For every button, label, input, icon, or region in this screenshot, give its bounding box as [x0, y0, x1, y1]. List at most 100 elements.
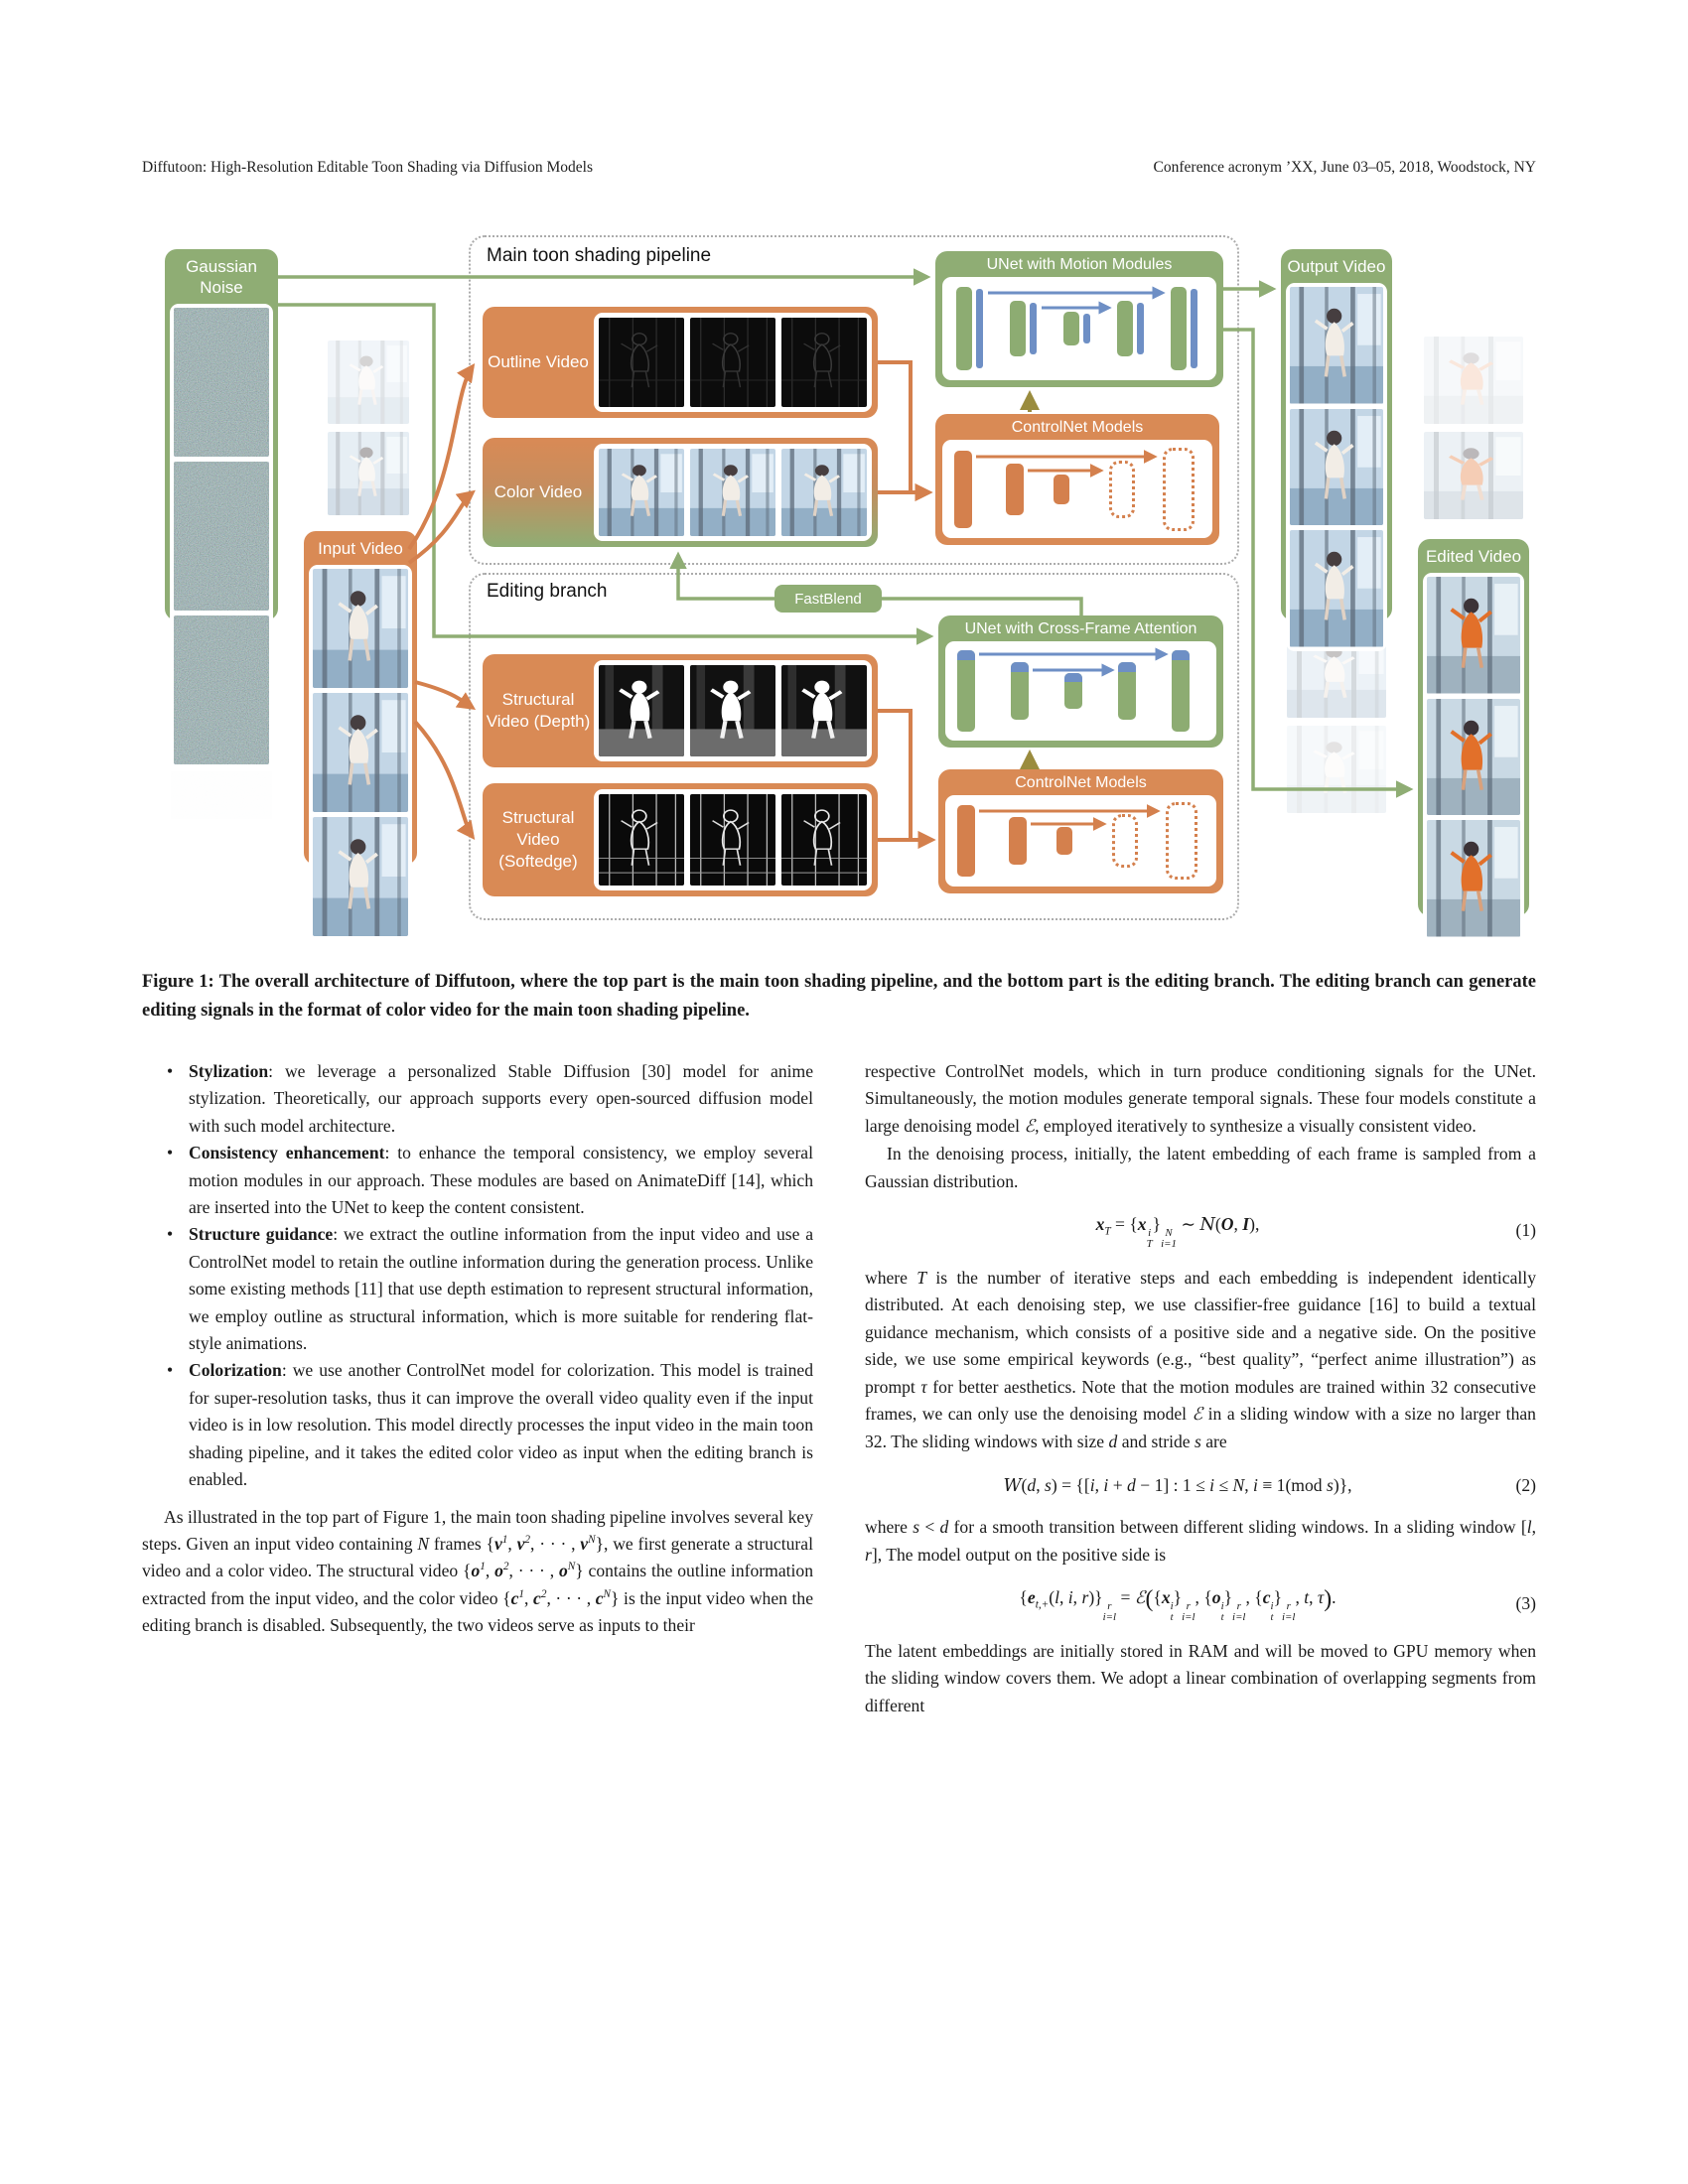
- noise-frame: [174, 615, 269, 764]
- bullet-marker: •: [167, 1143, 174, 1163]
- gaussian-noise-label: Gaussian Noise: [186, 257, 257, 297]
- left-column: • Stylization: we leverage a personalized…: [142, 1058, 813, 1719]
- controlnet-block: [1054, 474, 1069, 504]
- figure-architecture-diagram: Main toon shading pipeline Editing branc…: [159, 233, 1539, 941]
- unet-block: [1171, 287, 1187, 370]
- controlnet-zero-block: [1112, 814, 1138, 868]
- color-frame: [781, 449, 867, 536]
- list-item: • Consistency enhancement: to enhance the…: [142, 1140, 813, 1221]
- list-item: •Colorization: we use another ControlNet…: [142, 1357, 813, 1493]
- equation-number: (3): [1515, 1593, 1536, 1614]
- controlnet-editing-label: ControlNet Models: [1015, 774, 1147, 791]
- outline-video-box: Outline Video: [483, 307, 878, 418]
- motion-module-block: [1030, 303, 1037, 354]
- outline-frame: [599, 318, 684, 407]
- bullet-text: Consistency enhancement: to enhance the …: [189, 1143, 814, 1218]
- edited-video-box: Edited Video: [1418, 539, 1529, 941]
- depth-frame: [599, 665, 684, 756]
- softedge-frame: [690, 794, 775, 886]
- video-frame: [1427, 699, 1520, 816]
- depth-frame: [781, 665, 867, 756]
- video-frame: [313, 569, 408, 688]
- edited-video-label: Edited Video: [1425, 547, 1522, 566]
- output-video-frames: [1286, 283, 1387, 651]
- outline-frame: [690, 318, 775, 407]
- video-frame: [313, 693, 408, 812]
- structural-softedge-label: Structural Video (Softedge): [498, 808, 578, 871]
- softedge-frame: [781, 794, 867, 886]
- bullet-text: Structure guidance: we extract the outli…: [189, 1224, 813, 1354]
- two-column-body: • Stylization: we leverage a personalized…: [142, 1058, 1536, 1719]
- equation-body: W(d, s) = {[i, i + d − 1] : 1 ≤ i ≤ N, i…: [1003, 1474, 1352, 1496]
- input-video-label: Input Video: [318, 539, 403, 558]
- noise-frame: [174, 462, 269, 611]
- controlnet-editing-box: ControlNet Models: [938, 769, 1223, 893]
- paragraph: where T is the number of iterative steps…: [865, 1267, 1536, 1452]
- faded-input-frames: [328, 341, 409, 515]
- output-video-box: Output Video: [1281, 249, 1392, 651]
- controlnet-zero-block: [1166, 802, 1197, 880]
- bullet-text: Colorization: we use another ControlNet …: [189, 1360, 813, 1490]
- unet-block-with-attention: [1064, 673, 1082, 709]
- input-video-box: Input Video: [304, 531, 417, 940]
- unet-cfa-label: UNet with Cross-Frame Attention: [964, 620, 1197, 637]
- softedge-frame: [599, 794, 684, 886]
- unet-motion-diagram: [942, 277, 1216, 380]
- unet-motion-label: UNet with Motion Modules: [986, 256, 1173, 273]
- structural-depth-label: Structural Video (Depth): [486, 690, 591, 731]
- main-pipeline-label: Main toon shading pipeline: [487, 245, 712, 266]
- depth-frame: [690, 665, 775, 756]
- unet-block-with-attention: [1011, 662, 1029, 720]
- color-video-label: Color Video: [493, 482, 583, 501]
- video-frame: [313, 817, 408, 936]
- motion-module-block: [1137, 303, 1144, 354]
- unet-cfa-box: UNet with Cross-Frame Attention: [938, 615, 1223, 748]
- unet-block: [1117, 301, 1133, 356]
- unet-motion-box: UNet with Motion Modules: [935, 251, 1223, 387]
- list-item: •Stylization: we leverage a personalized…: [142, 1058, 813, 1140]
- contribution-list: • Stylization: we leverage a personalized…: [142, 1058, 813, 1494]
- output-video-label: Output Video: [1287, 257, 1386, 276]
- color-frame: [690, 449, 775, 536]
- controlnet-main-label: ControlNet Models: [1011, 419, 1144, 436]
- paragraph: In the denoising process, initially, the…: [865, 1144, 1536, 1191]
- outline-frame: [781, 318, 867, 407]
- noise-frame: [174, 308, 269, 457]
- list-item: • Structure guidance: we extract the outl…: [142, 1221, 813, 1357]
- video-frame: [1290, 530, 1383, 647]
- equation-2: W(d, s) = {[i, i + d − 1] : 1 ≤ i ≤ N, i…: [865, 1472, 1536, 1500]
- paragraph: The latent embeddings are initially stor…: [865, 1640, 1536, 1715]
- controlnet-block: [1009, 817, 1027, 865]
- fastblend-label: FastBlend: [794, 590, 862, 608]
- paragraph: where s < d for a smooth transition betw…: [865, 1517, 1536, 1565]
- controlnet-block: [1006, 463, 1024, 515]
- video-frame: [1427, 820, 1520, 937]
- unet-block: [956, 287, 972, 370]
- faded-edited-frames: [1424, 337, 1523, 519]
- edited-video-frames: [1423, 573, 1524, 941]
- controlnet-editing-diagram: [945, 795, 1216, 887]
- controlnet-zero-block: [1109, 460, 1135, 518]
- right-column: respective ControlNet models, which in t…: [865, 1058, 1536, 1719]
- unet-block-with-attention: [1172, 650, 1190, 732]
- outline-video-label: Outline Video: [488, 352, 589, 371]
- header-conference: Conference acronym ’XX, June 03–05, 2018…: [1153, 159, 1536, 176]
- unet-block-with-attention: [1118, 662, 1136, 720]
- bullet-text: Stylization: we leverage a personalized …: [189, 1061, 813, 1136]
- controlnet-main-diagram: [942, 440, 1212, 538]
- header-title: Diffutoon: High-Resolution Editable Toon…: [142, 159, 593, 176]
- unet-cfa-diagram: [945, 641, 1216, 741]
- gaussian-noise-box: Gaussian Noise: [165, 249, 278, 768]
- gaussian-noise-frames: [170, 304, 273, 768]
- unet-block-with-attention: [957, 650, 975, 732]
- video-frame: [1290, 409, 1383, 526]
- controlnet-block: [1056, 827, 1072, 855]
- structural-depth-box: Structural Video (Depth): [483, 654, 878, 767]
- bullet-marker: •: [167, 1224, 174, 1245]
- input-video-frames: [309, 565, 412, 940]
